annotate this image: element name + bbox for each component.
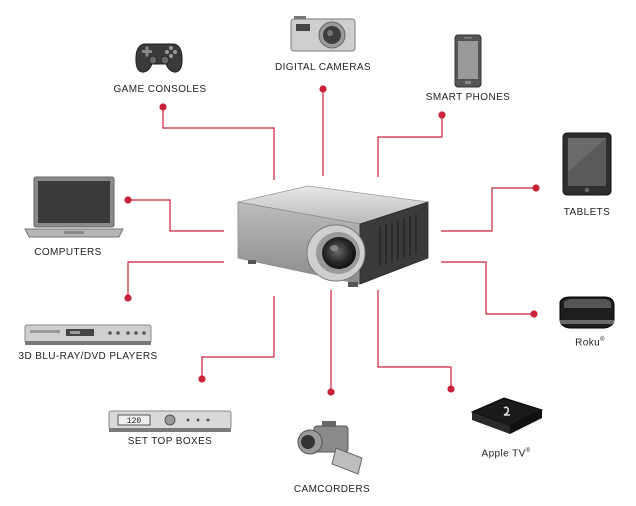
- camcorder-icon: [297, 421, 363, 475]
- connector-bluray: [127, 261, 224, 298]
- roku-label: Roku®: [540, 337, 636, 348]
- smart-phone-icon: [454, 34, 482, 88]
- smart-phones-label: SMART PHONES: [425, 92, 511, 103]
- connector-game-consoles: [162, 107, 275, 180]
- bluray-player-icon: [24, 324, 152, 345]
- game-consoles-label: GAME CONSOLES: [113, 84, 207, 95]
- apple-tv-icon: [470, 397, 544, 434]
- apple-tv-name: Apple TV: [481, 448, 526, 460]
- set-top-box-icon: 120: [108, 410, 232, 432]
- dot-apple-tv: [447, 385, 455, 393]
- camcorders-label: CAMCORDERS: [293, 484, 371, 495]
- connector-computers: [128, 199, 224, 232]
- dot-tablets: [532, 184, 540, 192]
- projector-image: [237, 185, 429, 287]
- dot-smart-phones: [438, 111, 446, 119]
- connector-roku: [441, 261, 534, 315]
- roku-name: Roku: [575, 337, 601, 349]
- dot-digital-cameras: [319, 85, 327, 93]
- connector-tablets: [441, 187, 536, 232]
- roku-device-icon: [559, 296, 615, 329]
- dot-set-top-boxes: [198, 375, 206, 383]
- connector-set-top-boxes: [201, 296, 275, 379]
- digital-camera-icon: [290, 16, 356, 52]
- laptop-icon: [24, 176, 124, 238]
- tablets-label: TABLETS: [563, 207, 611, 218]
- connector-smart-phones: [377, 115, 443, 177]
- bluray-label: 3D BLU-RAY/DVD PLAYERS: [18, 351, 158, 362]
- apple-tv-label: Apple TV®: [456, 448, 556, 459]
- digital-cameras-label: DIGITAL CAMERAS: [274, 62, 371, 73]
- computers-label: COMPUTERS: [34, 247, 102, 258]
- roku-trademark: ®: [600, 337, 605, 343]
- dot-game-consoles: [159, 103, 167, 111]
- set-top-box-display: 120: [127, 417, 142, 426]
- dot-computers: [124, 196, 132, 204]
- dot-roku: [530, 310, 538, 318]
- set-top-boxes-label: SET TOP BOXES: [127, 436, 213, 447]
- dot-bluray: [124, 294, 132, 302]
- game-controller-icon: [135, 43, 183, 73]
- dot-camcorders: [327, 388, 335, 396]
- apple-tv-trademark: ®: [525, 448, 531, 454]
- connector-apple-tv: [377, 290, 452, 389]
- tablet-icon: [562, 132, 612, 196]
